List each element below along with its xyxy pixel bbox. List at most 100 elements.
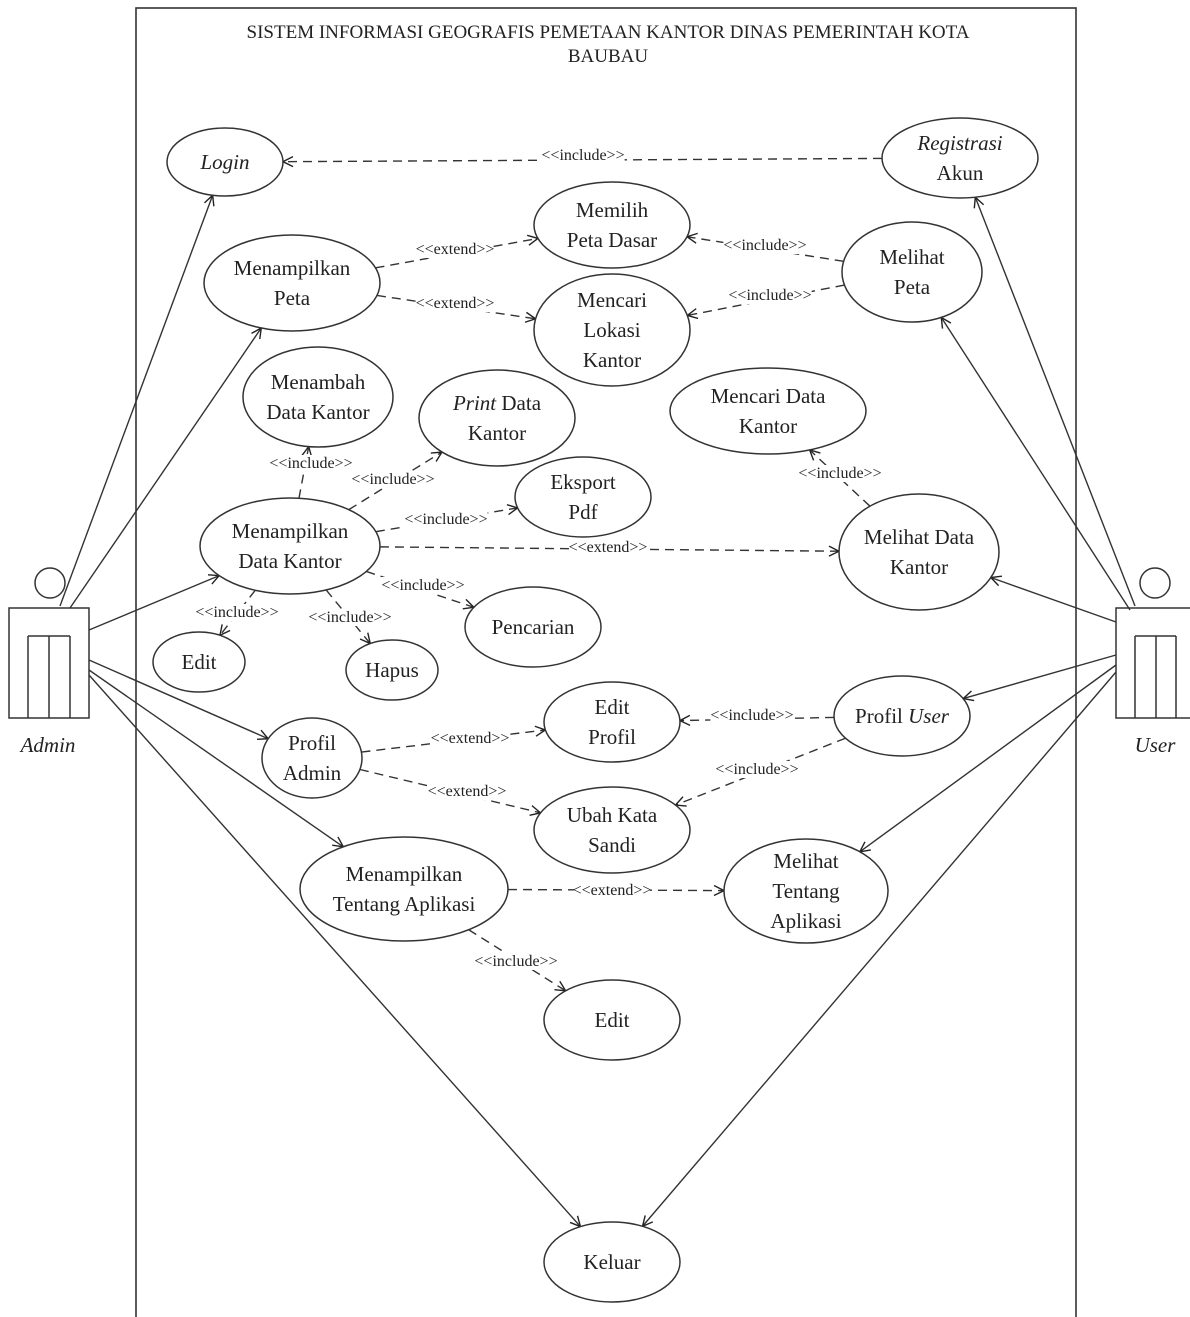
relation-label-bg [269,455,353,472]
use-case-registrasi-akun-ellipse [881,117,1039,199]
use-case-label: Data Kantor [266,400,369,424]
use-case-label: Edit [595,1008,630,1032]
relation-label-bg [474,953,558,970]
include-label: <<include>> [798,465,881,482]
relation-label-bg [432,730,508,747]
relation-label-bg [308,609,392,626]
use-case-edit-data-ellipse [152,631,246,693]
use-case-login-ellipse [166,127,284,197]
use-case-label: Ubah Kata [567,803,658,827]
actor-admin-head [34,567,66,599]
use-case-label: Tentang Aplikasi [333,892,476,916]
relation-label-bg [715,761,799,778]
use-case-label: Melihat [773,849,838,873]
actor-admin: Admin [8,567,90,757]
association-melihat-tentang-aplikasi [860,664,1117,852]
use-case-login: Login [166,127,284,197]
association-melihat-peta [941,317,1131,611]
include-label: <<include>> [715,761,798,778]
use-case-label: Admin [283,761,342,785]
association-melihat-data-kantor [991,578,1117,623]
association-registrasi-akun [975,197,1136,607]
system-boundary [135,7,1077,1317]
use-case-label: Menampilkan [346,862,463,886]
include-label: <<include>> [269,455,352,472]
use-case-edit-tentang-ellipse [543,979,681,1061]
include-relation-melihat-data-kantor-to-mencari-data-kantor [810,450,871,507]
use-case-mencari-lokasi-kantor-ellipse [533,273,691,387]
use-case-label: Peta Dasar [567,228,657,252]
relation-label-bg [710,707,794,724]
use-case-label: Memilih [576,198,649,222]
use-case-label: Melihat [879,245,944,269]
use-case-label: Eksport [550,470,615,494]
association-keluar [88,674,580,1227]
relation-label-bg [417,241,493,258]
use-case-label: Login [199,150,249,174]
use-case-label: Menampilkan [232,519,349,543]
include-label: <<include>> [351,471,434,488]
use-case-memilih-peta-dasar-ellipse [533,181,691,269]
association-keluar [643,671,1117,1226]
actor-user-body [1115,607,1190,719]
use-case-label: Kantor [468,421,526,445]
use-case-label: Akun [937,161,984,185]
relation-label-bg [429,783,505,800]
association-menampilkan-data-kantor [88,576,219,631]
include-label: <<include>> [723,237,806,254]
include-label: <<include>> [381,577,464,594]
extend-label: <<extend>> [431,730,510,747]
include-relation-menampilkan-data-kantor-to-print-data-kantor [348,452,442,511]
use-case-mencari-data-kantor-ellipse [669,367,867,455]
use-case-label: Profil [288,731,336,755]
use-case-label: Melihat Data [864,525,975,549]
actor-user-label: User [1135,733,1177,757]
relation-label-bg [351,471,435,488]
include-label: <<include>> [728,287,811,304]
use-case-label: Aplikasi [770,909,841,933]
extend-label: <<extend>> [428,783,507,800]
use-case-label: Pdf [568,500,597,524]
use-case-menampilkan-data-kantor-ellipse [199,497,381,595]
relation-label-bg [798,465,882,482]
use-case-pencarian: Pencarian [464,586,602,668]
use-case-menampilkan-tentang-aplikasi-ellipse [299,836,509,942]
relation-label-bg [195,604,279,621]
use-case-label: Keluar [583,1250,640,1274]
use-case-label: Mencari Data [711,384,827,408]
use-case-label: Menambah [271,370,366,394]
extend-label: <<extend>> [416,295,495,312]
use-case-label: Profil User [855,704,950,728]
association-profil-admin [88,659,268,739]
association-profil-user [963,654,1117,699]
use-case-edit-data: Edit [152,631,246,693]
include-relation-registrasi-akun-to-login [283,158,883,161]
extend-label: <<extend>> [416,241,495,258]
use-case-label: Data Kantor [238,549,341,573]
use-case-menampilkan-peta-ellipse [203,234,381,332]
include-relation-menampilkan-data-kantor-to-edit-data [220,589,256,635]
use-case-label: Pencarian [492,615,575,639]
use-case-ubah-kata-sandi-ellipse [533,786,691,874]
actor-user-head [1139,567,1171,599]
use-case-label: Registrasi [916,131,1002,155]
use-case-menambah-data-kantor-ellipse [242,346,394,448]
actor-user: User [1115,567,1190,757]
relation-label-bg [728,287,812,304]
use-case-keluar: Keluar [543,1221,681,1303]
relation-label-bg [570,539,646,556]
relation-label-bg [723,237,807,254]
relation-label-bg [541,147,625,164]
